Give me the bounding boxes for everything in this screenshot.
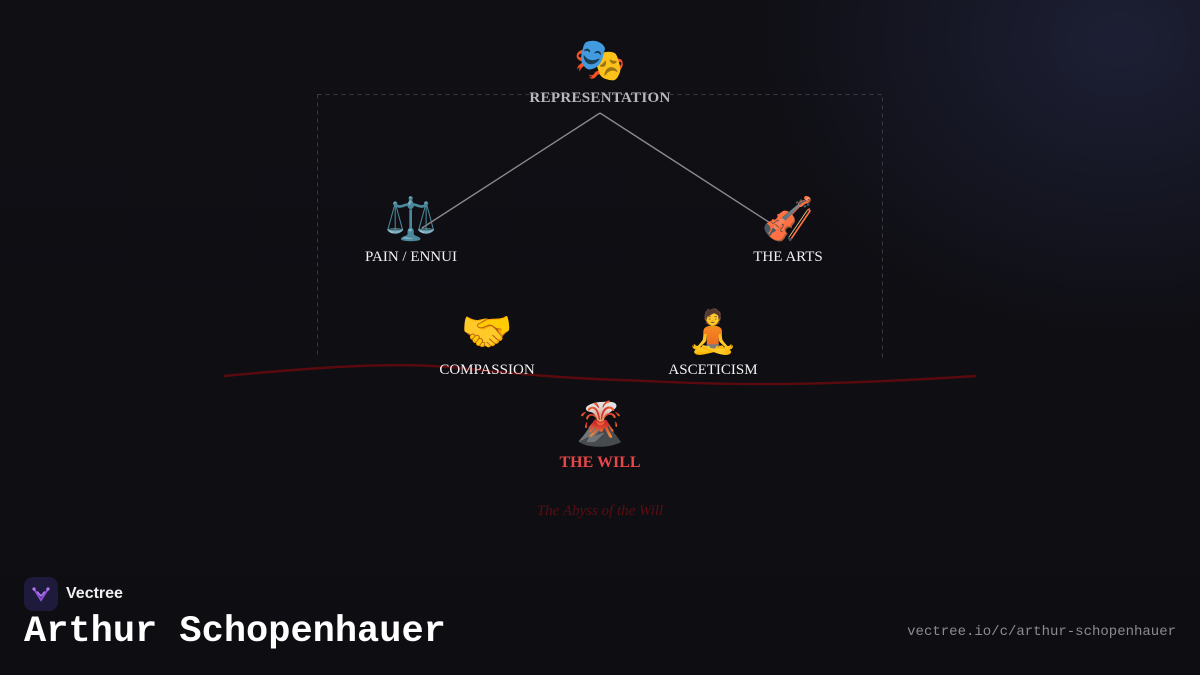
node-asceticism: 🧘 ASCETICISM [668, 308, 757, 379]
node-the-arts: 🎻 THE ARTS [753, 195, 823, 266]
connector-representation-pain [421, 112, 601, 229]
node-the-will: 🌋 THE WILL [559, 400, 640, 472]
node-label-representation: REPRESENTATION [529, 90, 671, 106]
handshake-icon: 🤝 [460, 307, 514, 356]
vectree-logo-glyph [32, 587, 50, 602]
volcano-icon: 🌋 [573, 399, 627, 448]
violin-icon: 🎻 [761, 194, 815, 243]
page-title: Arthur Schopenhauer [24, 611, 446, 653]
page-url[interactable]: vectree.io/c/arthur-schopenhauer [907, 624, 1176, 640]
node-label-the-will: THE WILL [559, 454, 641, 471]
node-label-asceticism: ASCETICISM [668, 362, 758, 378]
node-pain-ennui: ⚖️ PAIN / ENNUI [365, 195, 457, 266]
balance-scale-icon: ⚖️ [384, 194, 438, 243]
performing-arts-masks-icon: 🎭 [573, 35, 627, 84]
node-label-pain-ennui: PAIN / ENNUI [365, 249, 457, 265]
connector-representation-arts [599, 112, 779, 229]
node-label-the-arts: THE ARTS [753, 249, 823, 265]
brand-name: Vectree [66, 585, 123, 602]
abyss-caption: The Abyss of the Will [536, 503, 664, 519]
vectree-logo-icon [24, 577, 58, 611]
meditating-person-icon: 🧘 [686, 307, 740, 356]
brand[interactable]: Vectree [24, 577, 123, 611]
node-label-compassion: COMPASSION [439, 362, 535, 378]
node-compassion: 🤝 COMPASSION [439, 308, 534, 379]
abyss-boundary-line [223, 363, 977, 386]
node-representation: 🎭 REPRESENTATION [529, 36, 670, 107]
boundary-mask [315, 358, 885, 362]
